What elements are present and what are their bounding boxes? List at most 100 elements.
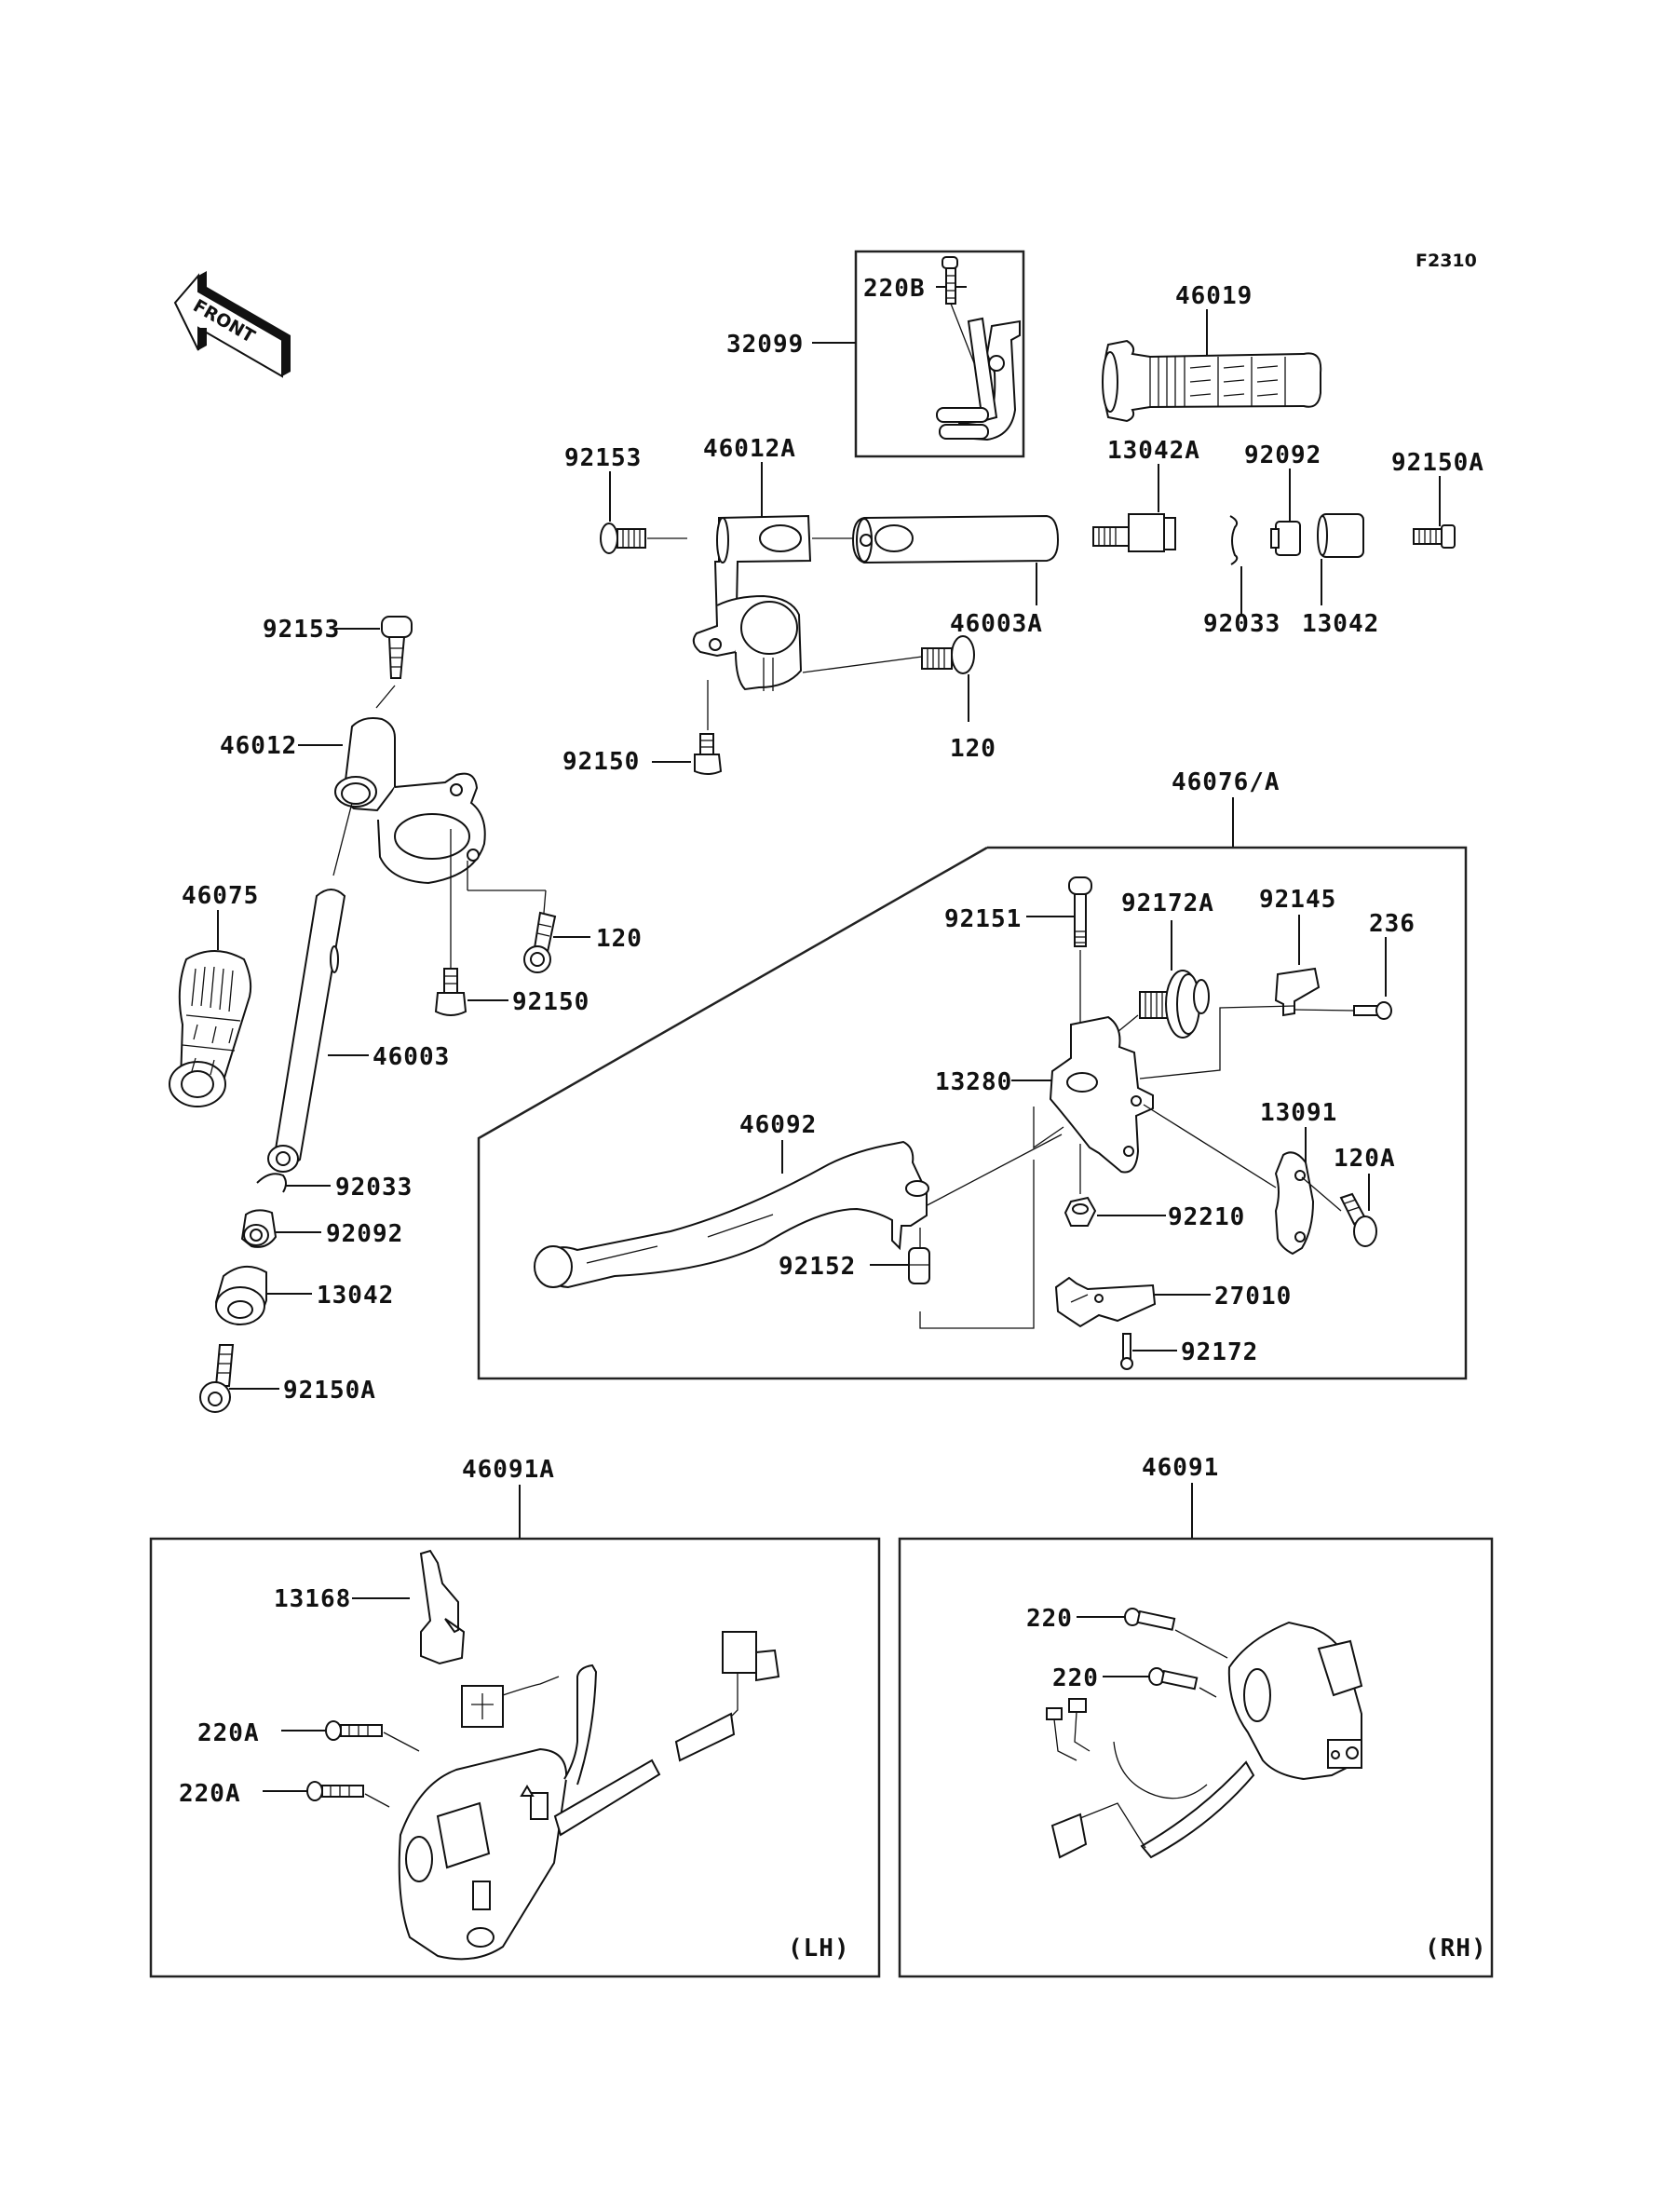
connector-lh-2-icon: [722, 1631, 780, 1717]
label-92150A-left: 92150A: [283, 1377, 376, 1405]
label-92172A: 92172A: [1121, 890, 1214, 917]
label-92153-left: 92153: [263, 616, 340, 644]
collar-92152-icon: [908, 1247, 930, 1284]
lh-tag: (LH): [788, 1935, 850, 1962]
switch-lever-13168-icon: [419, 1549, 466, 1665]
label-27010: 27010: [1214, 1283, 1292, 1310]
circlip-92033-top-icon: [1229, 515, 1239, 565]
clamp-13091-icon: [1274, 1151, 1315, 1256]
label-92145: 92145: [1259, 886, 1336, 914]
label-13042-top: 13042: [1302, 610, 1379, 638]
bolt-120-top-icon: [921, 635, 975, 674]
label-13280: 13280: [935, 1068, 1012, 1096]
grip-46075-icon: [169, 950, 252, 1107]
label-92150-left: 92150: [512, 988, 589, 1016]
weight-13042-left-icon: [214, 1266, 267, 1326]
label-92150A-top: 92150A: [1391, 449, 1484, 477]
label-120-top: 120: [950, 735, 996, 763]
connector-rh-2-icon: [1050, 1802, 1146, 1859]
right-switch-group: 46091 220 220: [898, 1454, 1494, 1978]
clamp-46012A-icon: [692, 514, 812, 691]
label-92033-left: 92033: [335, 1174, 413, 1202]
pin-92151-icon: [1068, 876, 1092, 947]
nut-92210-icon: [1064, 1196, 1097, 1227]
label-46012A: 46012A: [703, 435, 796, 463]
label-92210: 92210: [1168, 1203, 1245, 1231]
label-92150-top: 92150: [562, 748, 640, 776]
connector-rh-1-icon: [1046, 1698, 1091, 1761]
circlip-92033-left-icon: [256, 1173, 287, 1193]
screw-92172-icon: [1120, 1333, 1133, 1370]
label-220A-1: 220A: [197, 1719, 260, 1747]
bolt-120-left-icon: [523, 911, 557, 973]
label-92092-top: 92092: [1244, 441, 1321, 469]
switch-27010-icon: [1054, 1276, 1157, 1328]
label-92092-left: 92092: [326, 1220, 403, 1248]
label-120-left: 120: [596, 925, 643, 953]
bolt-92150A-top-icon: [1413, 524, 1456, 549]
label-13042-left: 13042: [317, 1282, 394, 1310]
label-46019: 46019: [1175, 282, 1253, 310]
figure-code: F2310: [1416, 251, 1477, 271]
label-220-1: 220: [1026, 1605, 1073, 1633]
bolt-92150-left-icon: [434, 968, 467, 1016]
switch-housing-rh-icon: [1227, 1621, 1363, 1781]
label-46091: 46091: [1142, 1454, 1219, 1482]
clutch-lever-assembly-group: 46076/A 92151 92172A 92145 236: [477, 768, 1468, 1380]
bar-46003A-icon: [851, 514, 1060, 564]
bolt-92150A-left-icon: [199, 1344, 235, 1413]
label-220A-2: 220A: [179, 1780, 241, 1808]
label-120A: 120A: [1334, 1145, 1396, 1173]
label-92152: 92152: [779, 1253, 856, 1281]
bolt-92153-top-icon: [600, 523, 646, 554]
throttle-housing-icon: [936, 317, 1021, 441]
screw-236-icon: [1353, 1001, 1392, 1020]
lever-46092-icon: [534, 1140, 929, 1289]
screw-220-1-icon: [1124, 1608, 1176, 1631]
label-92033-top: 92033: [1203, 610, 1280, 638]
clip-92145-icon: [1274, 967, 1321, 1017]
label-13168: 13168: [274, 1585, 351, 1613]
throttle-housing-group: 32099 220B: [726, 250, 1025, 458]
label-13042A: 13042A: [1107, 437, 1200, 465]
collar-92092-left-icon: [240, 1209, 278, 1248]
bolt-92150-top-icon: [694, 733, 723, 775]
left-handlebar-column: 92153 46012 120: [169, 616, 643, 1413]
bar-46003-icon: [267, 889, 346, 1173]
label-46092: 46092: [739, 1111, 817, 1139]
throttle-grip-46019: 46019: [1102, 282, 1322, 423]
screw-220A-2-icon: [306, 1781, 364, 1801]
label-92153-top: 92153: [564, 444, 642, 472]
connector-lh-1-icon: [461, 1676, 560, 1728]
label-46012: 46012: [220, 732, 297, 760]
screw-220B-icon: [942, 256, 958, 305]
label-236: 236: [1369, 910, 1416, 938]
bolt-92153-left-icon: [381, 616, 413, 679]
label-32099: 32099: [726, 331, 804, 359]
clamp-46012-icon: [334, 717, 486, 885]
screw-220A-1-icon: [325, 1720, 383, 1741]
label-46003A: 46003A: [950, 610, 1043, 638]
label-46076A: 46076/A: [1172, 768, 1280, 796]
right-handlebar-row: 92153 46012A 92150: [562, 435, 1484, 776]
switch-housing-lh-icon: [398, 1747, 568, 1961]
weight-13042-top-icon: [1317, 513, 1364, 558]
label-92151: 92151: [944, 905, 1022, 933]
label-220-2: 220: [1052, 1664, 1099, 1692]
label-92172: 92172: [1181, 1338, 1258, 1366]
label-220B: 220B: [863, 275, 926, 303]
left-switch-group: 46091A 13168 220A: [149, 1456, 881, 1978]
rh-tag: (RH): [1425, 1935, 1487, 1962]
label-46091A: 46091A: [462, 1456, 555, 1484]
front-arrow-icon: FRONT: [173, 271, 291, 378]
weight-13042A-icon: [1092, 513, 1176, 552]
label-46003: 46003: [373, 1043, 450, 1071]
label-13091: 13091: [1260, 1099, 1337, 1127]
bolt-120A-icon: [1339, 1192, 1377, 1247]
screw-220-2-icon: [1148, 1667, 1199, 1691]
adjuster-92172A-icon: [1139, 970, 1210, 1039]
lever-holder-13280-icon: [1049, 1015, 1154, 1174]
collar-92092-top-icon: [1270, 521, 1301, 556]
label-46075: 46075: [182, 882, 259, 910]
